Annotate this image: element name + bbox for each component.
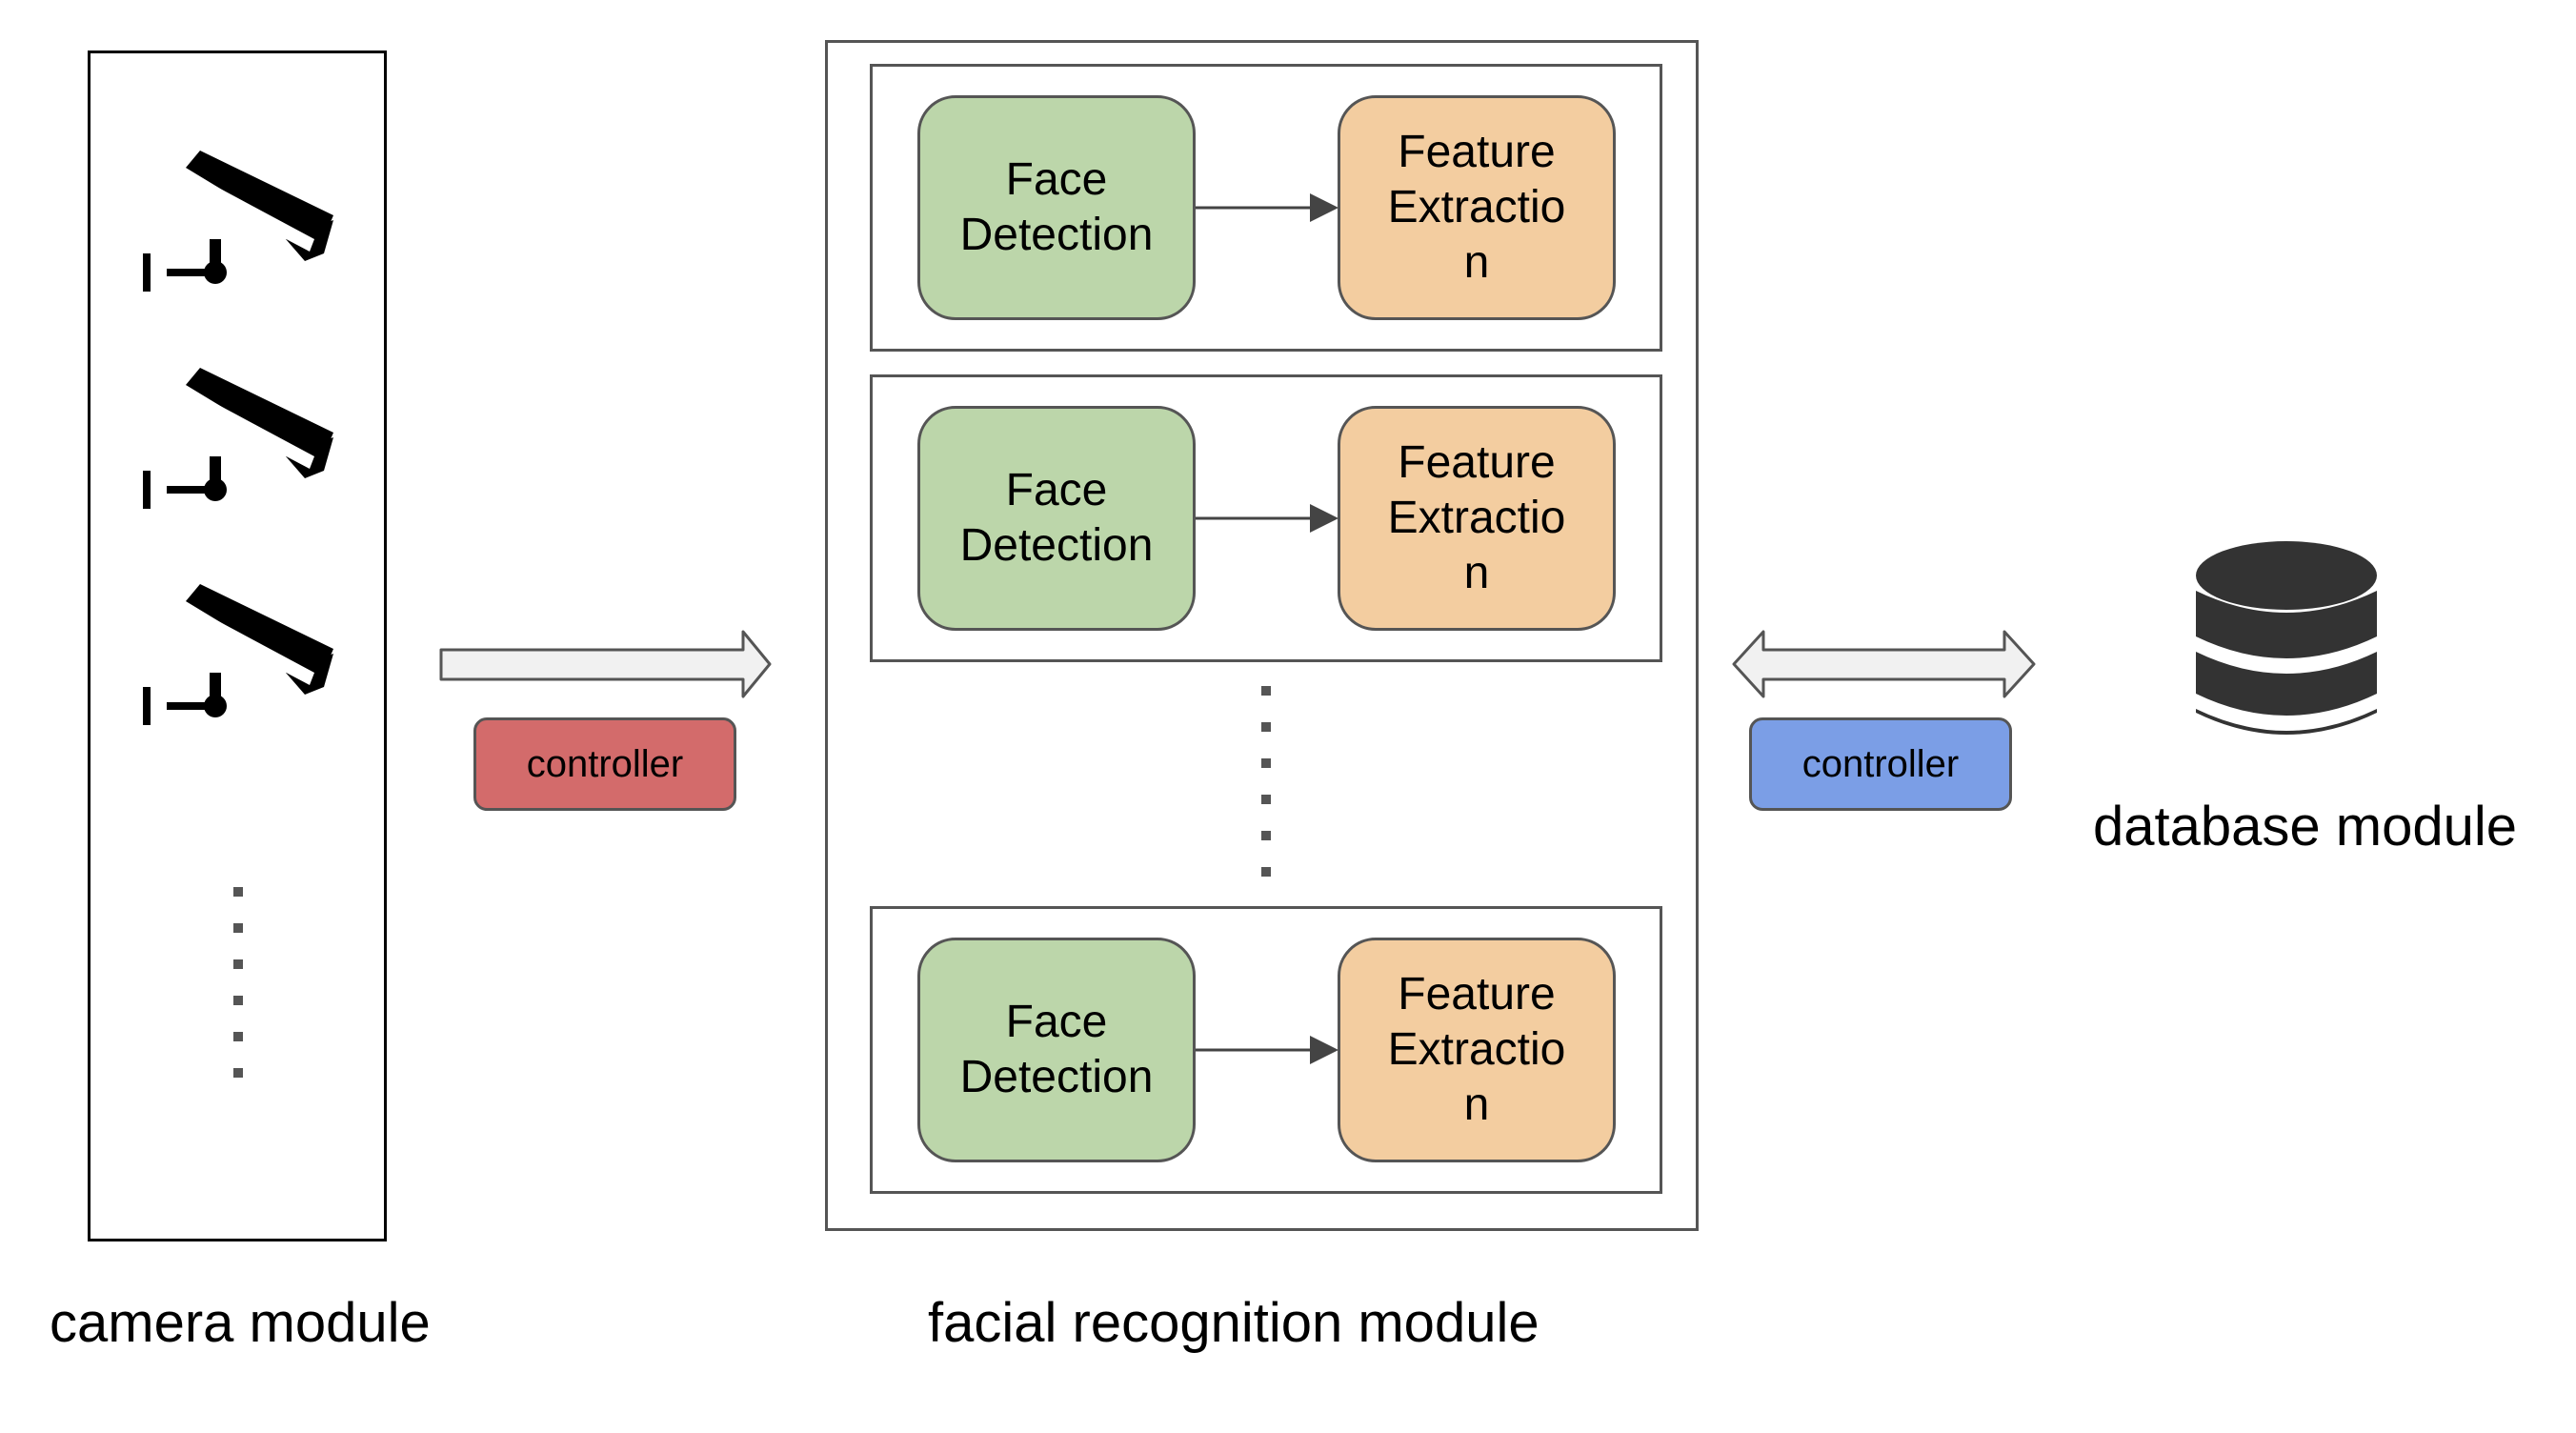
recognition-database-double-arrow [1732,630,2036,698]
feature-extraction-node: Feature Extractio n [1338,406,1616,631]
database-module-label: database module [2093,796,2517,858]
camera-to-recognition-arrow [439,630,772,698]
facial-recognition-module-label: facial recognition module [928,1292,1540,1354]
camera-ellipsis [233,887,243,1104]
feature-extraction-node: Feature Extractio n [1338,938,1616,1162]
database-icon [2196,541,2377,735]
camera-module-label: camera module [50,1292,431,1354]
cctv-camera-icon [143,584,333,725]
database-controller-badge: controller [1749,717,2012,811]
face-detection-node: Face Detection [917,406,1196,631]
camera-module-panel [88,50,387,1241]
feature-extraction-node: Feature Extractio n [1338,95,1616,320]
cctv-camera-icon [143,151,333,292]
face-detection-node: Face Detection [917,95,1196,320]
pipeline-ellipsis [1261,686,1271,903]
cctv-camera-icon [143,368,333,509]
camera-controller-badge: controller [473,717,736,811]
face-detection-node: Face Detection [917,938,1196,1162]
